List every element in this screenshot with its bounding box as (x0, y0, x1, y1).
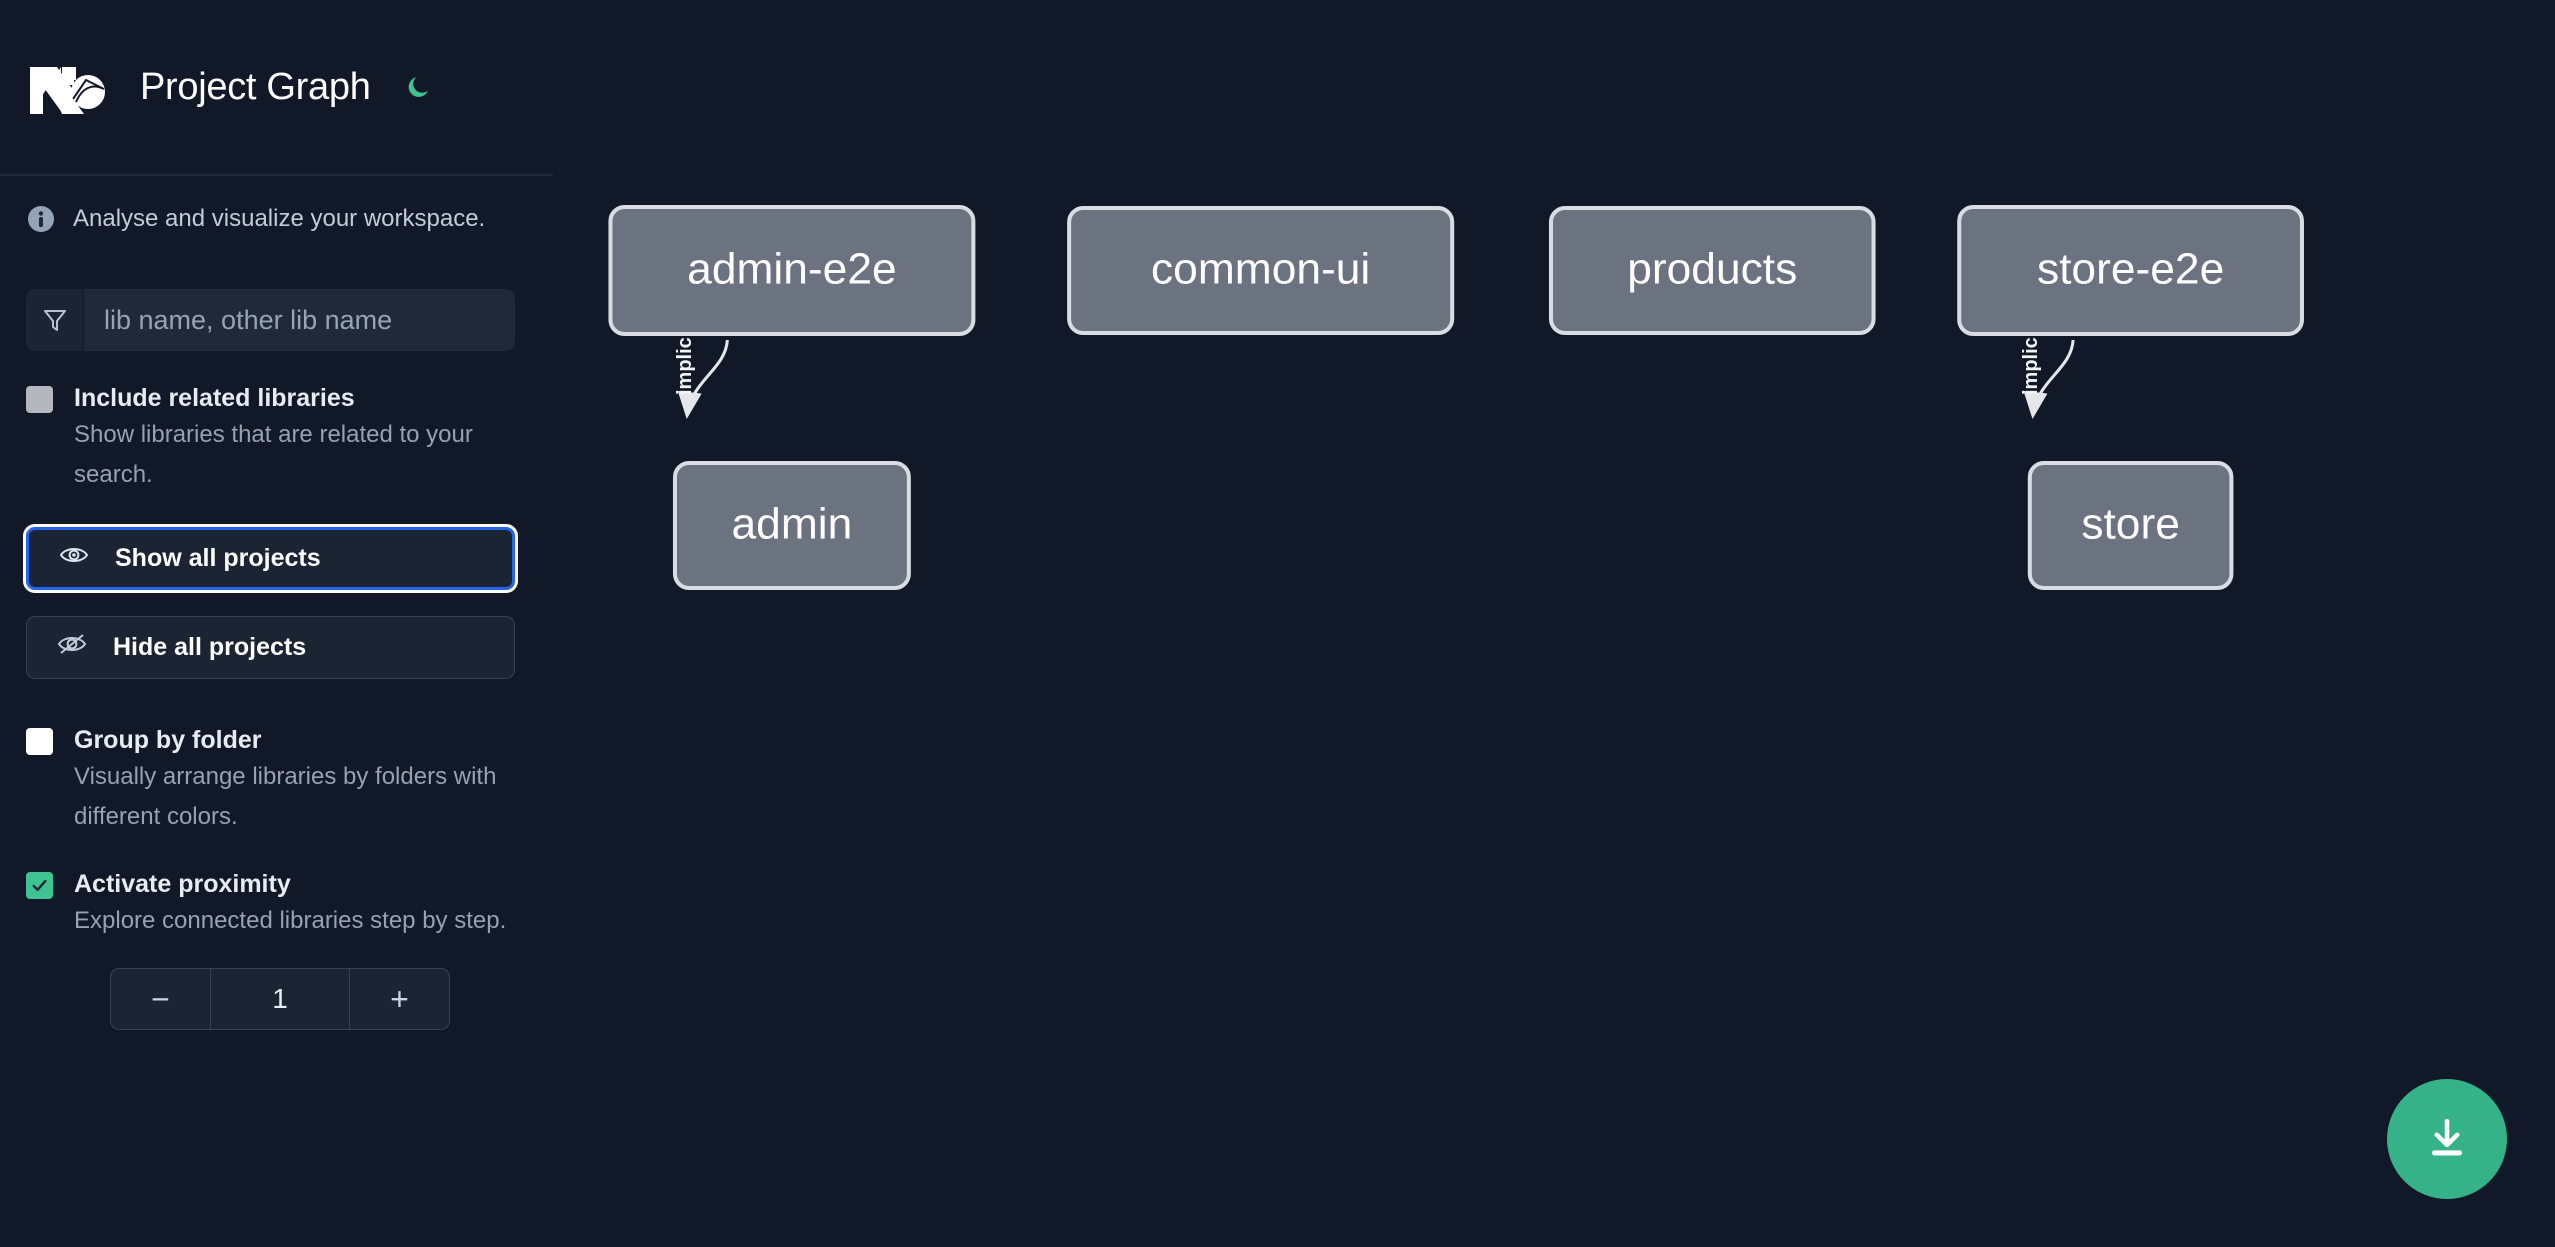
graph-node-label-store-e2e: store-e2e (2037, 245, 2224, 294)
edge-label-implicit-store: implicit (2020, 325, 2042, 395)
include-related-libraries-option: Include related libraries Show libraries… (0, 381, 553, 495)
proximity-stepper: − 1 + (110, 968, 450, 1030)
eye-off-icon (57, 633, 87, 662)
download-icon (2422, 1112, 2472, 1167)
show-all-projects-button[interactable]: Show all projects (23, 524, 518, 593)
group-by-folder-option: Group by folder Visually arrange librari… (0, 723, 553, 837)
workspace-info: Analyse and visualize your workspace. (0, 176, 553, 262)
sidebar: Project Graph Analyse and visualize yo (0, 0, 569, 1247)
proximity-decrement-button[interactable]: − (111, 969, 211, 1029)
proximity-increment-button[interactable]: + (349, 969, 449, 1029)
graph-node-label-admin-e2e: admin-e2e (687, 245, 896, 294)
include-related-libraries-description: Show libraries that are related to your … (74, 421, 473, 488)
graph-svg: implicit implicit admin-e2e common-ui (608, 205, 2304, 590)
group-by-folder-label: Group by folder (74, 726, 262, 754)
download-button[interactable] (2387, 1079, 2507, 1199)
sidebar-header: Project Graph (0, 0, 553, 176)
page-title: Project Graph (140, 65, 371, 108)
activate-proximity-checkbox[interactable] (26, 872, 53, 899)
include-related-libraries-label: Include related libraries (74, 384, 355, 412)
edge-store-e2e-store: implicit (2020, 325, 2075, 419)
activate-proximity-label: Activate proximity (74, 870, 291, 898)
graph-edges: implicit implicit (674, 325, 2075, 419)
hide-all-projects-button[interactable]: Hide all projects (26, 616, 515, 679)
graph-nodes: admin-e2e common-ui products store-e2e a… (608, 205, 2304, 590)
graph-node-common-ui[interactable]: common-ui (1067, 206, 1455, 335)
moon-icon[interactable] (399, 67, 439, 107)
show-all-projects-label: Show all projects (115, 544, 321, 572)
graph-node-admin-e2e[interactable]: admin-e2e (608, 205, 976, 336)
info-circle-icon (26, 204, 56, 234)
group-by-folder-checkbox[interactable] (26, 728, 53, 755)
graph-node-products[interactable]: products (1548, 206, 1876, 335)
eye-icon (59, 544, 89, 573)
search-input[interactable] (84, 289, 515, 351)
graph-node-label-common-ui: common-ui (1151, 245, 1370, 294)
graph-node-admin[interactable]: admin (672, 461, 911, 590)
activate-proximity-description: Explore connected libraries step by step… (74, 907, 507, 934)
edge-label-implicit-admin: implicit (674, 325, 696, 395)
workspace-info-text: Analyse and visualize your workspace. (73, 205, 486, 232)
funnel-icon (26, 289, 84, 351)
activate-proximity-option: Activate proximity Explore connected lib… (0, 867, 553, 941)
edge-admin-e2e-admin: implicit (674, 325, 729, 419)
graph-node-label-admin: admin (732, 500, 853, 549)
graph-node-store[interactable]: store (2027, 461, 2234, 590)
search-filter (26, 289, 515, 351)
group-by-folder-description: Visually arrange libraries by folders wi… (74, 763, 497, 830)
graph-canvas[interactable]: implicit implicit admin-e2e common-ui (553, 0, 2555, 1247)
hide-all-projects-label: Hide all projects (113, 633, 307, 661)
proximity-value: 1 (272, 983, 288, 1014)
graph-node-store-e2e[interactable]: store-e2e (1957, 205, 2304, 336)
include-related-libraries-checkbox[interactable] (26, 386, 53, 413)
graph-node-label-store: store (2081, 500, 2180, 549)
graph-node-label-products: products (1627, 245, 1797, 294)
nx-logo (26, 58, 108, 116)
